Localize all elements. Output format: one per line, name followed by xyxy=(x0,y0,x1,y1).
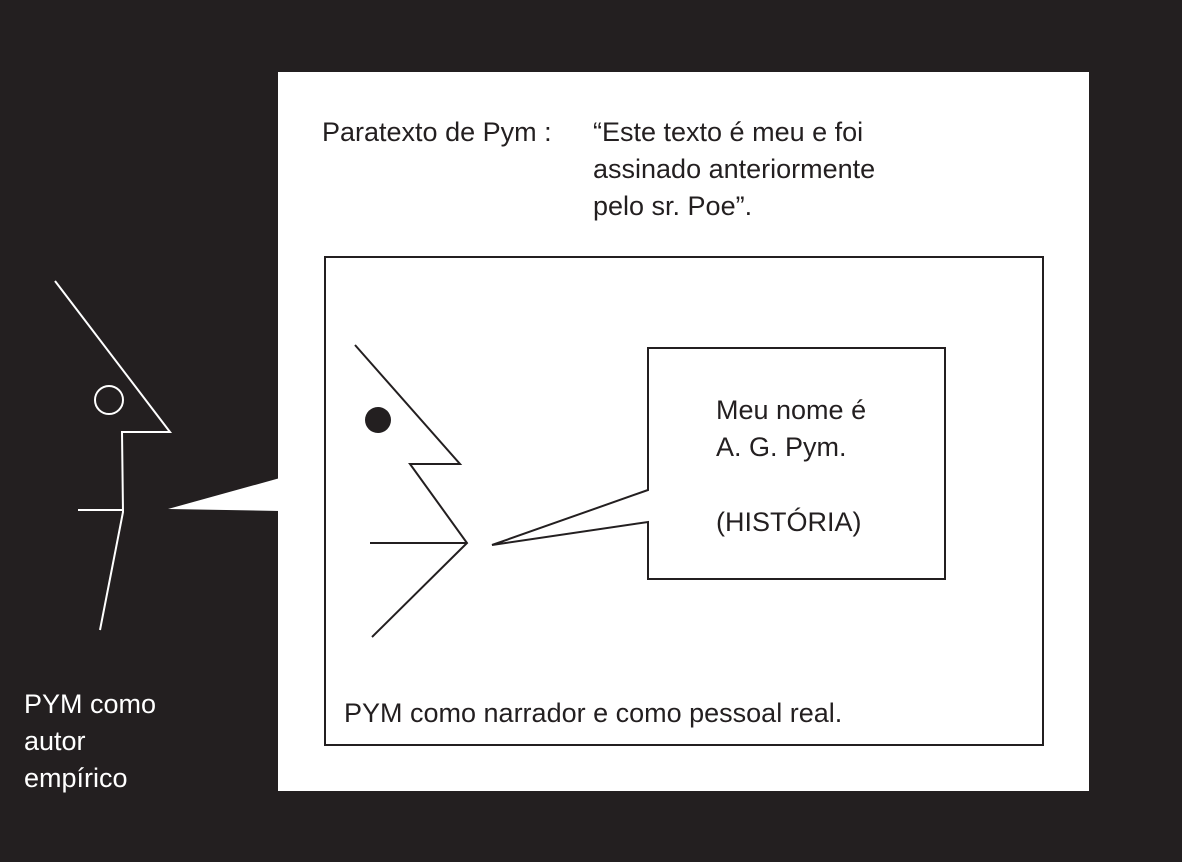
outer-speech-tail xyxy=(168,478,280,511)
left-caption-line: autor xyxy=(24,726,86,756)
narrator-figure xyxy=(354,344,469,638)
paratext-quote-line: “Este texto é meu e foi xyxy=(593,117,863,147)
eye-icon xyxy=(94,385,124,415)
inner-panel xyxy=(324,256,1044,746)
paratext-quote-line: assinado anteriormente xyxy=(593,154,875,184)
paratext-quote-line: pelo sr. Poe”. xyxy=(593,191,752,221)
inner-caption: PYM como narrador e como pessoal real. xyxy=(344,698,842,728)
narrator-eye-icon xyxy=(365,407,391,433)
speech-bubble xyxy=(491,347,946,580)
left-caption-line: PYM como xyxy=(24,689,156,719)
bubble-line: (HISTÓRIA) xyxy=(716,506,862,537)
bubble-line: Meu nome é xyxy=(716,395,866,425)
author-figure xyxy=(54,280,173,631)
left-caption-line: empírico xyxy=(24,763,128,793)
paratext-label: Paratexto de Pym : xyxy=(322,117,552,147)
bubble-line: A. G. Pym. xyxy=(716,432,847,462)
